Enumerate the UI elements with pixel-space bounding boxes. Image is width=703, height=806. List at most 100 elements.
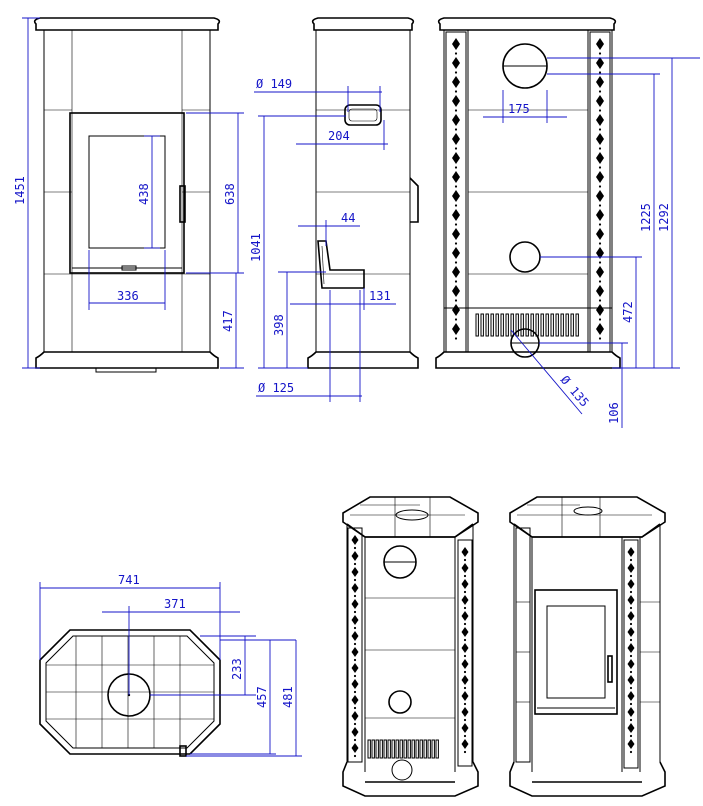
vent-slot (415, 739, 419, 759)
ornament-dot (598, 90, 602, 93)
ornament-diamond (627, 547, 635, 557)
ornament-dot (629, 718, 633, 722)
ornament-diamond (452, 209, 460, 221)
ornament-diamond (596, 266, 604, 278)
vent-slot (485, 313, 489, 337)
ornament-diamond (627, 595, 635, 605)
door-handle (179, 185, 186, 223)
ornament-diamond (596, 304, 604, 316)
rear-vent-grille (475, 313, 579, 337)
ornament-dot (598, 337, 602, 340)
ornament-dot (454, 337, 458, 340)
vent-slot (540, 313, 544, 337)
rear-mid-flue (509, 241, 541, 273)
side-handle (409, 177, 419, 223)
vent-slot (555, 313, 559, 337)
ornament-dot (353, 674, 357, 678)
ornament-diamond (452, 266, 460, 278)
ornament-diamond (596, 209, 604, 221)
vent-slot (379, 739, 383, 759)
vent-slot (495, 313, 499, 337)
ornament-diamond (452, 304, 460, 316)
ornament-diamond (461, 563, 469, 573)
dim-base-to-door: 417 (221, 310, 235, 332)
ornament-diamond (461, 659, 469, 669)
ornament-dot (598, 204, 602, 207)
vent-slot (575, 313, 579, 337)
ornament-diamond (351, 663, 359, 673)
ornament-dot (353, 546, 357, 550)
ornament-dot (463, 558, 467, 562)
vent-slot (423, 739, 427, 759)
front-base (35, 351, 219, 369)
dim-rear-flue-width: 175 (508, 102, 530, 116)
ornament-dot (463, 622, 467, 626)
ornament-dot (629, 574, 633, 578)
ornament-dot (463, 606, 467, 610)
ornament-dot (598, 223, 602, 226)
ornament-dot (463, 686, 467, 690)
ornament-dot (629, 558, 633, 562)
ornament-dot (353, 578, 357, 582)
vent-slot (419, 739, 423, 759)
ornament-dot (463, 590, 467, 594)
ornament-diamond (351, 727, 359, 737)
ornament-dot (353, 722, 357, 726)
ornament-diamond (596, 76, 604, 88)
ornament-diamond (351, 599, 359, 609)
ornament-diamond (461, 579, 469, 589)
plan-view (39, 629, 221, 757)
ornament-dot (463, 734, 467, 738)
ornament-diamond (452, 285, 460, 297)
ornament-diamond (627, 659, 635, 669)
ornament-diamond (452, 114, 460, 126)
plan-inner-outline (45, 635, 215, 749)
dim-rear-height: 1292 (657, 203, 671, 232)
vent-slot (475, 313, 479, 337)
ornament-diamond (461, 595, 469, 605)
dim-rear-bottom-height: 106 (607, 402, 621, 424)
front-door (69, 112, 185, 274)
vent-slot (403, 739, 407, 759)
vent-slot (371, 739, 375, 759)
ornament-dot (463, 574, 467, 578)
vent-slot (387, 739, 391, 759)
vent-slot (500, 313, 504, 337)
ornament-dot (353, 610, 357, 614)
dim-air-height: 398 (272, 314, 286, 336)
vent-slot (525, 313, 529, 337)
ornament-diamond (351, 615, 359, 625)
dim-side-flue-height: 1041 (249, 233, 263, 262)
ornament-dot (598, 128, 602, 131)
vent-slot (399, 739, 403, 759)
ornament-diamond (351, 679, 359, 689)
ornament-dot (353, 642, 357, 646)
ornament-dot (598, 261, 602, 264)
ornament-dot (629, 734, 633, 738)
rear-right-ornaments (596, 38, 604, 340)
ornament-diamond (351, 583, 359, 593)
ornament-dot (454, 280, 458, 283)
ornament-dot (629, 638, 633, 642)
side-flue-outlet (344, 104, 382, 126)
ornament-dot (463, 750, 467, 754)
ornament-diamond (596, 190, 604, 202)
dim-plan-half-width: 371 (164, 597, 186, 611)
ornament-diamond (461, 547, 469, 557)
ornament-dot (629, 590, 633, 594)
ornament-dot (598, 71, 602, 74)
ornament-diamond (452, 323, 460, 335)
ornament-diamond (452, 76, 460, 88)
ornament-diamond (461, 627, 469, 637)
vent-slot (395, 739, 399, 759)
vent-slot (520, 313, 524, 337)
ornament-diamond (627, 707, 635, 717)
ornament-diamond (452, 57, 460, 69)
ornament-dot (598, 242, 602, 245)
ornament-diamond (461, 675, 469, 685)
ornament-diamond (627, 691, 635, 701)
ornament-dot (463, 670, 467, 674)
vent-slot (570, 313, 574, 337)
ornament-diamond (596, 228, 604, 240)
ornament-diamond (627, 611, 635, 621)
